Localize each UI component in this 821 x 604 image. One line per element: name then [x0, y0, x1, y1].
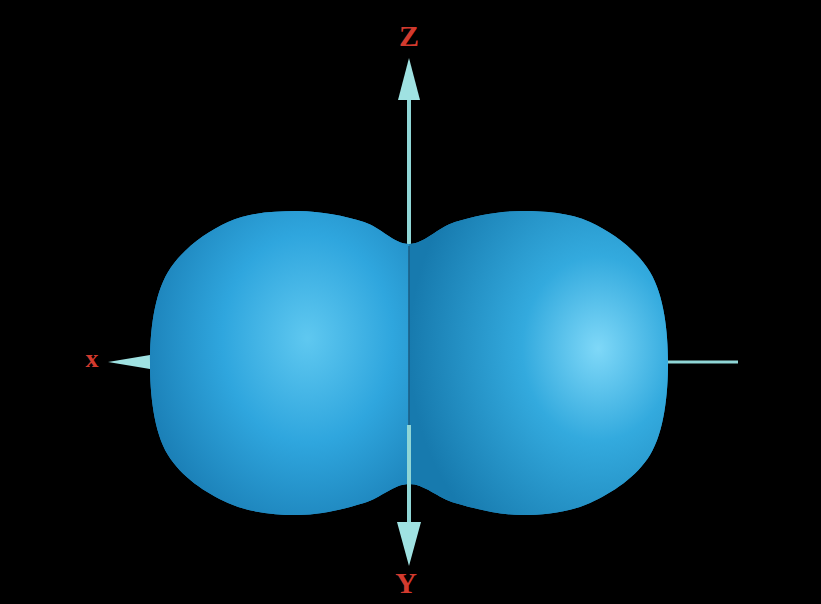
axis-arrowhead — [397, 522, 421, 566]
axis-line — [660, 361, 738, 364]
axis-arrowhead — [398, 58, 420, 100]
left-lobe — [140, 200, 410, 530]
axis-arrowhead — [108, 355, 150, 369]
axis-label: Z — [399, 21, 419, 51]
right-lobe — [409, 200, 679, 530]
orbital-lobes — [140, 200, 679, 530]
axis-label: x — [86, 346, 99, 372]
axis-label: Y — [395, 568, 417, 598]
lobe-seam — [408, 246, 410, 430]
axis-line — [407, 95, 411, 250]
axis-line — [407, 425, 411, 530]
